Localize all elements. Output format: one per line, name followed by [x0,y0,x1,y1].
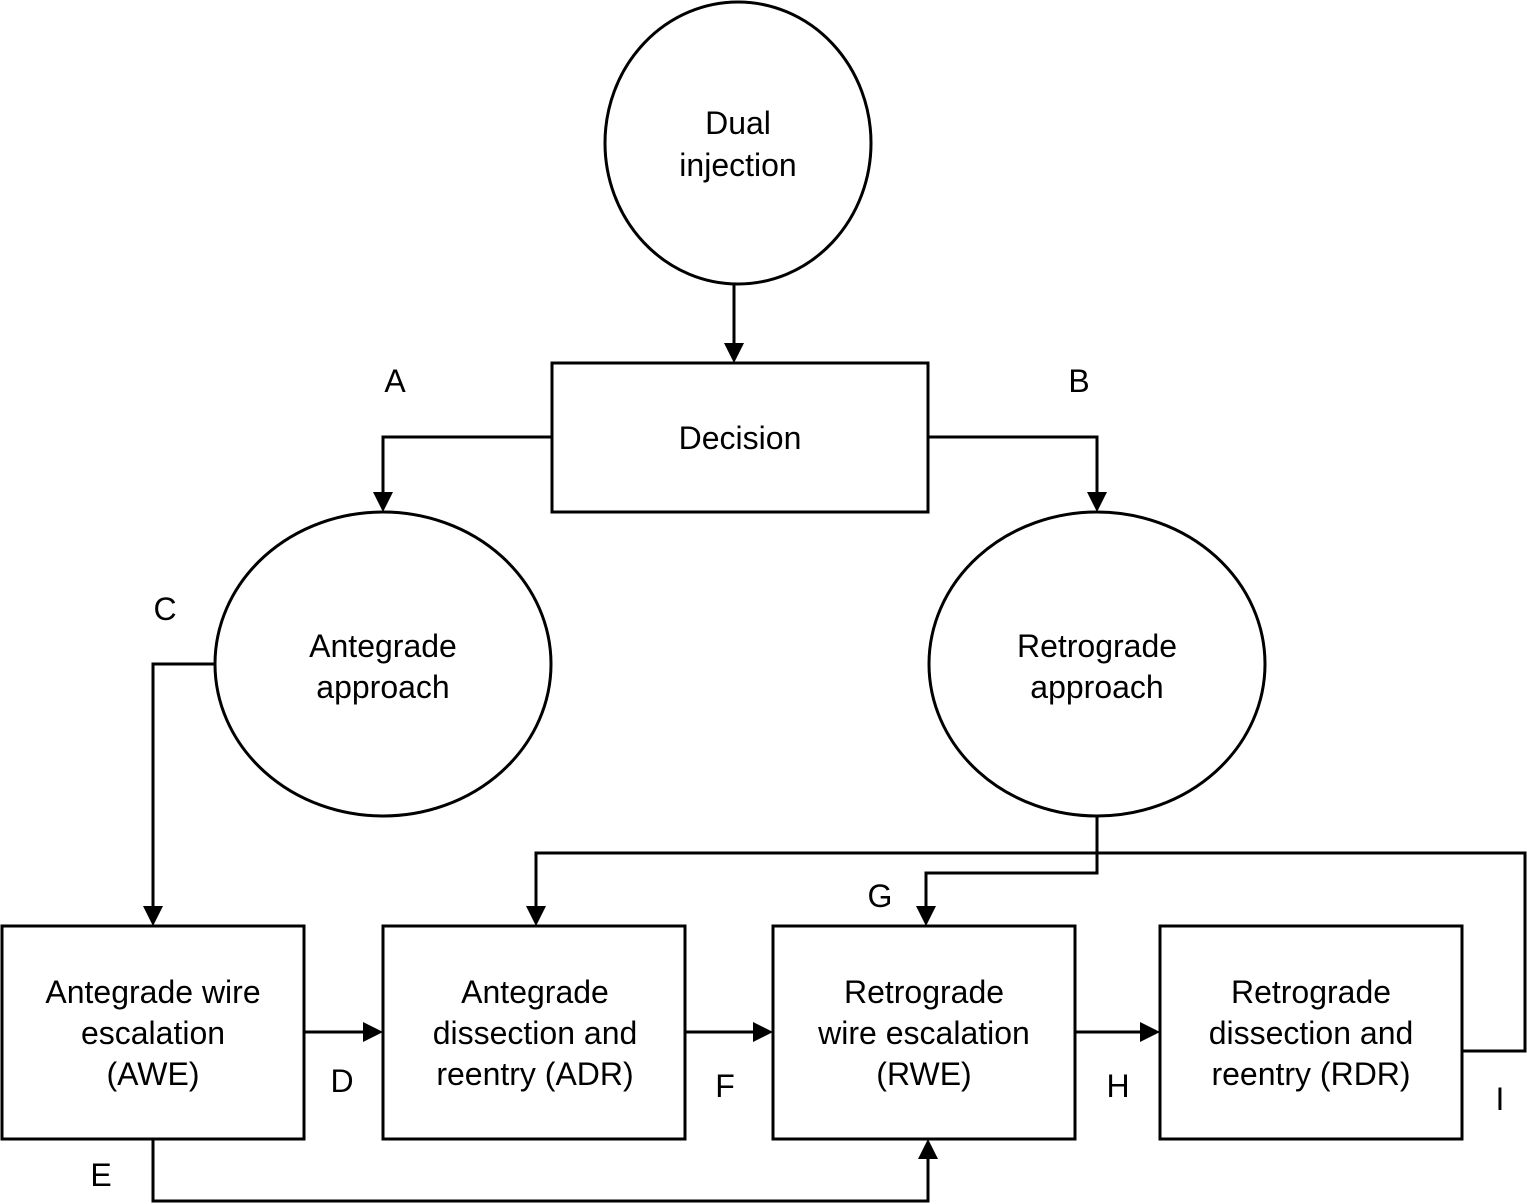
arrowhead [373,492,393,512]
node-dual-injection: Dual injection [603,0,873,286]
edge-label-h: H [1106,1068,1129,1104]
arrowhead [753,1022,773,1042]
arrowhead [918,1139,938,1159]
node-retrograde-approach-line-2: approach [1030,669,1163,705]
arrowhead [916,906,936,926]
arrowhead [143,906,163,926]
edge-label-c: C [153,591,176,627]
node-antegrade-approach-line-2: approach [316,669,449,705]
node-dual-injection-line-2: injection [679,147,796,183]
arrowhead [724,343,744,363]
edge-label-d: D [330,1063,353,1099]
arrowhead [363,1022,383,1042]
node-decision: Decision [550,361,930,514]
edge-b-decision-to-retrograde [928,435,1107,512]
node-retrograde-approach: Retrograde approach [927,510,1267,818]
node-adr-line-2: dissection and [433,1015,638,1051]
node-adr: Antegrade dissection and reentry (ADR) [381,924,687,1141]
arrowhead [1140,1022,1160,1042]
node-adr-line-1: Antegrade [461,974,609,1010]
node-rwe-line-1: Retrograde [844,974,1004,1010]
edge-label-i: I [1496,1081,1505,1117]
edge-c-antegrade-to-awe [143,662,215,926]
edge-dual-to-decision [724,284,744,363]
node-awe-line-2: escalation [81,1015,225,1051]
node-awe: Antegrade wire escalation (AWE) [0,924,306,1141]
node-retrograde-approach-line-1: Retrograde [1017,628,1177,664]
arrowhead [1087,492,1107,512]
edge-label-a: A [384,363,406,399]
node-antegrade-approach-line-1: Antegrade [309,628,457,664]
edge-g-retrograde-to-rwe [916,816,1099,926]
node-rwe-line-2: wire escalation [817,1015,1030,1051]
node-rdr-line-3: reentry (RDR) [1211,1056,1410,1092]
edge-a-decision-to-antegrade [373,435,552,512]
node-antegrade-approach: Antegrade approach [213,510,553,818]
edge-i-rdr-to-adr [526,851,1527,1053]
edge-h-rwe-to-rdr [1075,1022,1160,1042]
edge-d-awe-to-adr [304,1022,383,1042]
arrowhead [526,906,546,926]
edge-e-awe-to-rwe [151,1139,938,1203]
node-awe-line-3: (AWE) [106,1056,199,1092]
node-rwe: Retrograde wire escalation (RWE) [771,924,1077,1141]
node-rwe-line-3: (RWE) [876,1056,971,1092]
node-dual-injection-line-1: Dual [705,105,771,141]
edge-label-f: F [715,1068,735,1104]
node-rdr-line-2: dissection and [1209,1015,1414,1051]
node-rdr-line-1: Retrograde [1231,974,1391,1010]
edge-label-g: G [868,878,893,914]
node-decision-label: Decision [679,420,802,456]
edge-label-e: E [90,1157,111,1193]
node-rdr: Retrograde dissection and reentry (RDR) [1158,924,1464,1141]
edge-f-adr-to-rwe [685,1022,773,1042]
edge-label-b: B [1068,363,1089,399]
node-adr-line-3: reentry (ADR) [436,1056,633,1092]
node-awe-line-1: Antegrade wire [45,974,260,1010]
